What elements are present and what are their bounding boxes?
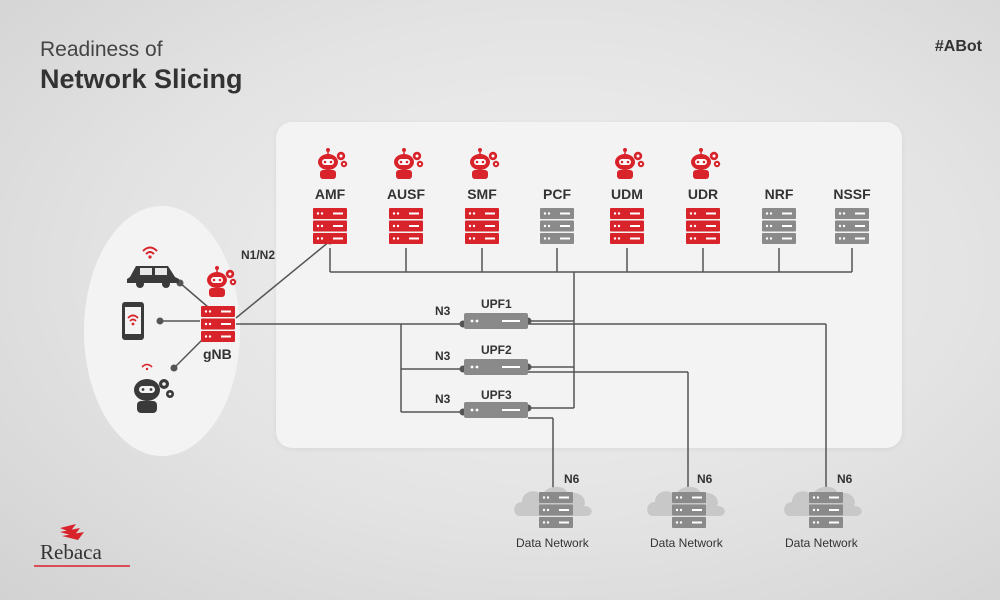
nf-smf-server [465,208,499,244]
nf-nrf-server [762,208,796,244]
bot-icon [690,147,721,180]
data-network-label: Data Network [650,536,723,550]
interface-label-n6: N6 [564,472,580,486]
gnb-bot-icon [206,265,237,298]
title-line-1: Readiness of [40,38,163,61]
upf3-server [464,402,528,418]
nf-amf-server [313,208,347,244]
data-network-cloud-2 [647,487,725,528]
nf-udm-server [610,208,644,244]
nf-nssf-server [835,208,869,244]
nf-label: UDM [611,186,643,202]
data-network-cloud-1 [514,487,592,528]
phone-icon [122,302,144,340]
nf-label: NRF [764,186,794,202]
rebaca-logo-text: Rebaca [40,540,102,564]
nf-label: NSSF [833,186,871,202]
interface-label-n3: N3 [435,392,451,406]
upf2-server [464,359,528,375]
core-network-panel [276,122,902,448]
nf-udr-server [686,208,720,244]
interface-label-n6: N6 [697,472,713,486]
upf-label: UPF1 [481,297,512,311]
car-icon [127,246,179,288]
bot-icon [469,147,500,180]
rebaca-logo-mark [34,524,130,567]
interface-label-n3: N3 [435,349,451,363]
bot-icon [614,147,645,180]
gnb-label: gNB [203,346,232,362]
data-network-cloud-3 [784,487,862,528]
nf-label: AMF [314,186,346,202]
hashtag: #ABot [934,38,982,55]
data-network-label: Data Network [516,536,589,550]
gnb-server [201,306,235,342]
interface-label-n3: N3 [435,304,451,318]
upf1-server [464,313,528,329]
nf-label: PCF [543,186,571,202]
upf-label: UPF3 [481,388,512,402]
data-network-label: Data Network [785,536,858,550]
robot-icon [134,363,174,413]
upf-label: UPF2 [481,343,512,357]
nf-label: AUSF [386,186,426,202]
bot-icon [317,147,348,180]
interface-label-n1n2: N1/N2 [241,248,276,262]
nf-label: UDR [687,186,719,202]
bot-icon [393,147,424,180]
interface-label-n6: N6 [837,472,853,486]
nf-pcf-server [540,208,574,244]
nf-ausf-server [389,208,423,244]
nf-label: SMF [467,186,497,202]
page-title: Network Slicing [40,64,243,94]
